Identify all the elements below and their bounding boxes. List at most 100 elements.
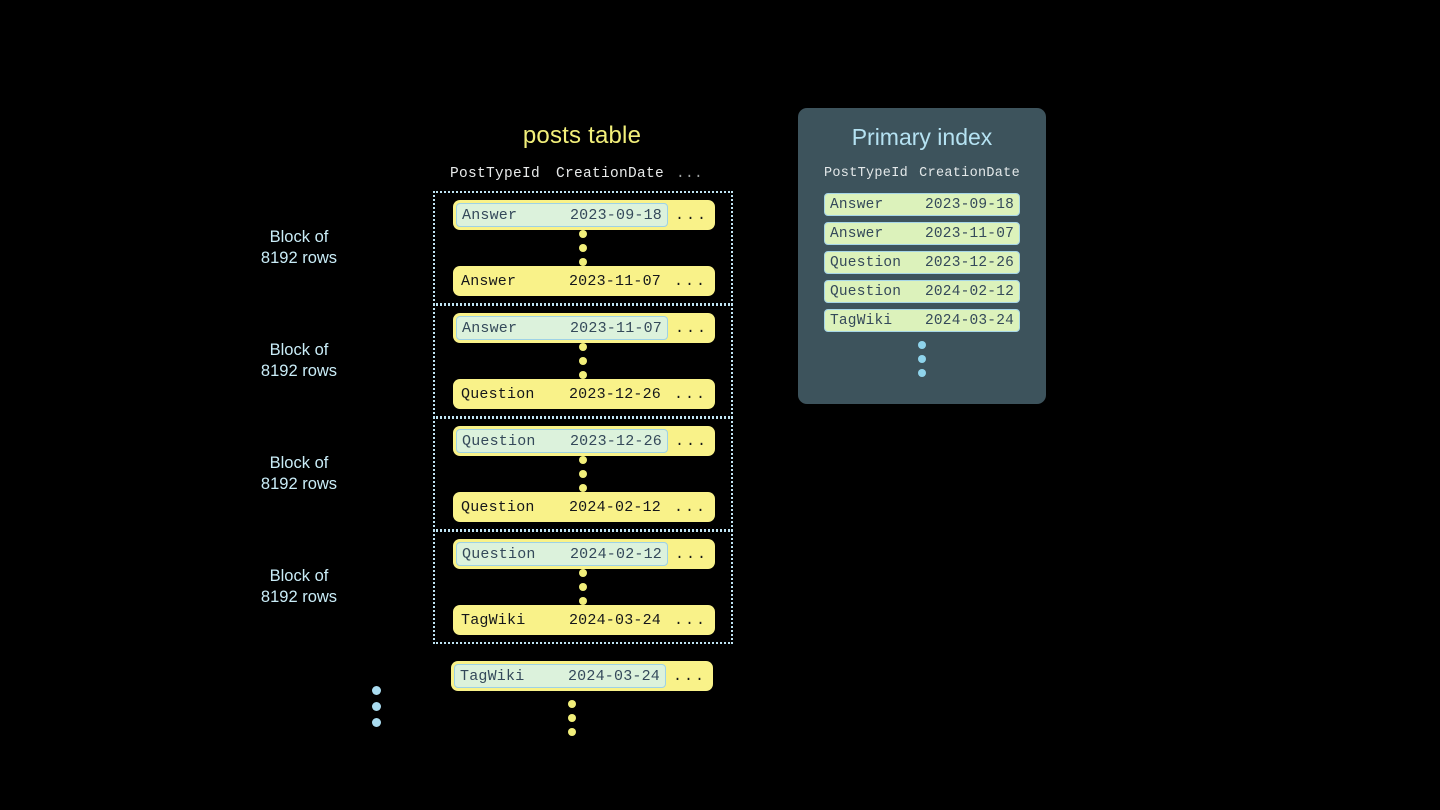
rows-omitted-ellipsis <box>435 230 731 266</box>
column-header-creationdate: CreationDate <box>556 166 665 182</box>
cell-more-ellipsis: ... <box>672 667 706 685</box>
primary-index-column-header: PostTypeId CreationDate <box>824 166 1020 181</box>
index-row[interactable]: Question 2023-12-26 <box>824 251 1020 274</box>
row-key-highlight: Answer 2023-09-18 <box>456 203 668 227</box>
posts-table-title: posts table <box>522 122 642 149</box>
cell-more-ellipsis: ... <box>673 498 707 516</box>
table-row[interactable]: Question 2023-12-26 ... <box>453 426 715 456</box>
cell-more-ellipsis: ... <box>673 272 707 290</box>
index-continues-ellipsis <box>917 341 927 377</box>
cell-posttypeid: TagWiki <box>830 312 893 329</box>
table-row[interactable]: Answer 2023-11-07 ... <box>453 313 715 343</box>
dot <box>568 728 576 736</box>
block-label: Block of 8192 rows <box>260 567 338 606</box>
block-label: Block of 8192 rows <box>260 228 338 267</box>
cell-creationdate: 2023-12-26 <box>568 385 661 403</box>
cell-creationdate: 2023-12-26 <box>569 432 662 450</box>
dot <box>918 355 926 363</box>
dot <box>372 686 381 695</box>
dot <box>579 484 587 492</box>
cell-posttypeid: Question <box>830 283 902 300</box>
rows-omitted-ellipsis <box>435 456 731 492</box>
primary-index-title: Primary index <box>851 124 993 150</box>
cell-posttypeid: Answer <box>830 196 884 213</box>
cell-more-ellipsis: ... <box>674 319 708 337</box>
cell-more-ellipsis: ... <box>674 432 708 450</box>
cell-posttypeid: Question <box>830 254 902 271</box>
block-label: Block of 8192 rows <box>260 341 338 380</box>
cell-more-ellipsis: ... <box>674 545 708 563</box>
cell-posttypeid: Answer <box>830 225 884 242</box>
dot <box>579 583 587 591</box>
cell-posttypeid: Question <box>462 432 536 450</box>
table-continues-ellipsis <box>568 700 576 736</box>
cell-creationdate: 2023-09-18 <box>569 206 662 224</box>
blocks-continue-ellipsis <box>372 686 381 727</box>
cell-creationdate: 2024-03-24 <box>568 611 661 629</box>
index-row[interactable]: TagWiki 2024-03-24 <box>824 309 1020 332</box>
table-row[interactable]: TagWiki 2024-03-24 ... <box>451 661 713 691</box>
cell-creationdate: 2024-03-24 <box>567 667 660 685</box>
cell-posttypeid: Answer <box>462 206 518 224</box>
row-key: Answer 2023-11-07 <box>456 269 666 293</box>
cell-creationdate: 2023-09-18 <box>924 196 1014 213</box>
dot <box>579 343 587 351</box>
cell-posttypeid: Question <box>462 545 536 563</box>
index-row[interactable]: Answer 2023-11-07 <box>824 222 1020 245</box>
cell-creationdate: 2023-11-07 <box>568 272 661 290</box>
posts-table-column-header: PostTypeId CreationDate ... <box>450 166 713 182</box>
dot <box>579 371 587 379</box>
cell-posttypeid: Answer <box>461 272 517 290</box>
cell-creationdate: 2023-11-07 <box>569 319 662 337</box>
table-row[interactable]: Answer 2023-09-18 ... <box>453 200 715 230</box>
dot <box>918 369 926 377</box>
column-header-creationdate: CreationDate <box>919 166 1020 181</box>
rows-omitted-ellipsis <box>435 343 731 379</box>
dot <box>579 357 587 365</box>
cell-creationdate: 2024-02-12 <box>569 545 662 563</box>
dot <box>372 702 381 711</box>
cell-more-ellipsis: ... <box>673 385 707 403</box>
dot <box>579 230 587 238</box>
block-group: Block of 8192 rows Answer 2023-09-18 ...… <box>261 191 733 305</box>
column-header-posttypeid: PostTypeId <box>824 166 909 181</box>
cell-posttypeid: Question <box>461 498 535 516</box>
cell-posttypeid: Question <box>461 385 535 403</box>
table-row[interactable]: Question 2024-02-12 ... <box>453 539 715 569</box>
table-row[interactable]: TagWiki 2024-03-24 ... <box>453 605 715 635</box>
dot <box>372 718 381 727</box>
row-key-highlight: Question 2024-02-12 <box>456 542 668 566</box>
block-group: Block of 8192 rows Answer 2023-11-07 ...… <box>261 304 733 418</box>
cell-posttypeid: TagWiki <box>461 611 526 629</box>
dot <box>579 569 587 577</box>
dot <box>579 597 587 605</box>
row-key-highlight: TagWiki 2024-03-24 <box>454 664 666 688</box>
cell-creationdate: 2023-12-26 <box>924 254 1014 271</box>
row-key-highlight: Question 2023-12-26 <box>456 429 668 453</box>
dot <box>568 714 576 722</box>
index-row[interactable]: Question 2024-02-12 <box>824 280 1020 303</box>
rows-omitted-ellipsis <box>435 569 731 605</box>
cell-creationdate: 2024-03-24 <box>924 312 1014 329</box>
block-label: Block of 8192 rows <box>260 454 338 493</box>
primary-index-rows: Answer 2023-09-18 Answer 2023-11-07 Ques… <box>824 193 1020 332</box>
table-row[interactable]: Question 2023-12-26 ... <box>453 379 715 409</box>
posts-table-blocks: Block of 8192 rows Answer 2023-09-18 ...… <box>261 191 733 644</box>
cell-creationdate: 2024-02-12 <box>924 283 1014 300</box>
row-key-highlight: Answer 2023-11-07 <box>456 316 668 340</box>
block-group: Block of 8192 rows Question 2023-12-26 .… <box>261 417 733 531</box>
cell-posttypeid: Answer <box>462 319 518 337</box>
dot <box>579 470 587 478</box>
column-header-more-ellipsis: ... <box>675 166 703 182</box>
column-header-posttypeid: PostTypeId <box>450 166 541 182</box>
cell-creationdate: 2023-11-07 <box>924 225 1014 242</box>
dot <box>579 456 587 464</box>
table-row[interactable]: Answer 2023-11-07 ... <box>453 266 715 296</box>
dot <box>579 258 587 266</box>
table-row[interactable]: Question 2024-02-12 ... <box>453 492 715 522</box>
index-row[interactable]: Answer 2023-09-18 <box>824 193 1020 216</box>
dot <box>918 341 926 349</box>
row-key: Question 2023-12-26 <box>456 382 666 406</box>
row-key: TagWiki 2024-03-24 <box>456 608 666 632</box>
cell-posttypeid: TagWiki <box>460 667 525 685</box>
